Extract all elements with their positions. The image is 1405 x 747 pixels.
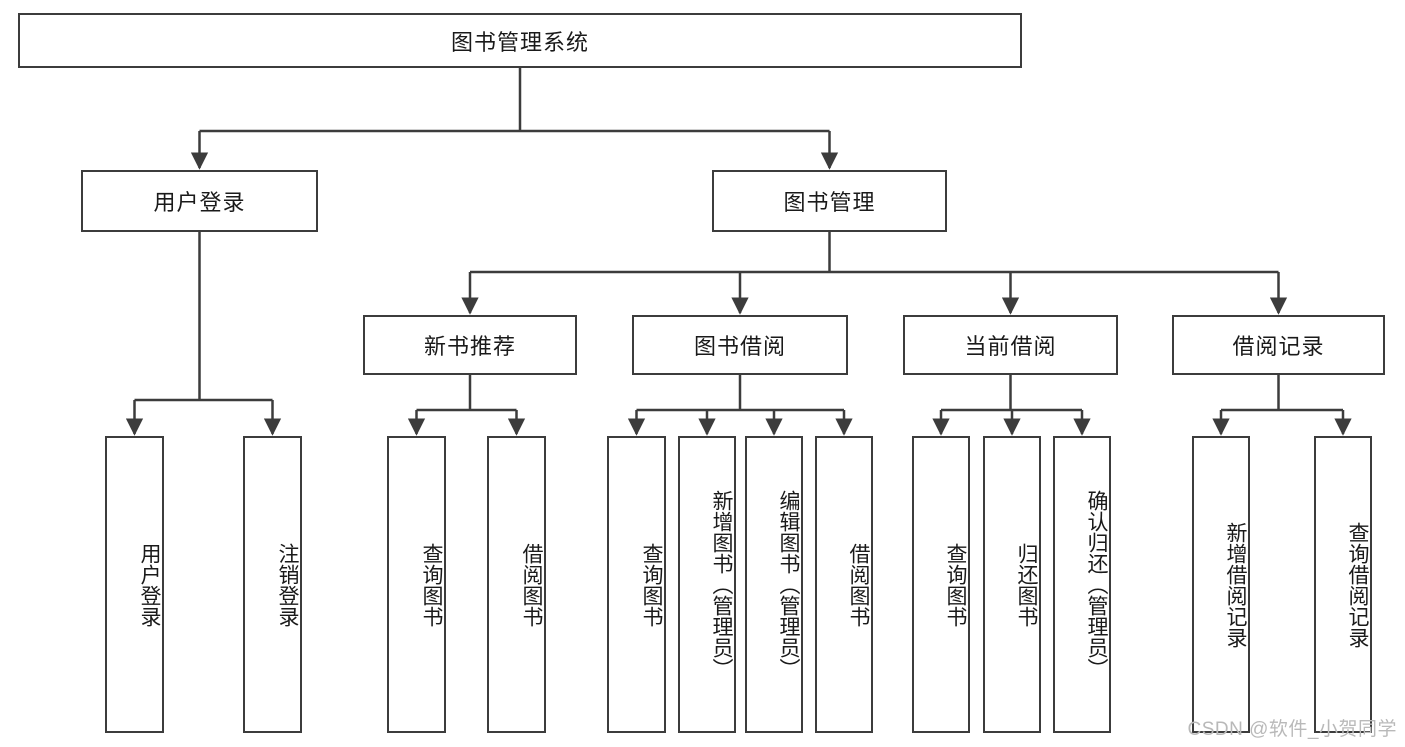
node-leaf-6[interactable]: 编辑图书（管理员） [745,436,803,733]
node-level3-0[interactable]: 新书推荐 [363,315,577,375]
node-leaf-5[interactable]: 新增图书（管理员） [678,436,736,733]
node-leaf-3[interactable]: 借阅图书 [487,436,546,733]
node-label: 确认归还（管理员） [1085,490,1108,679]
node-leaf-1[interactable]: 注销登录 [243,436,302,733]
node-label: 归还图书 [1015,542,1038,627]
node-label: 用户登录 [138,542,161,627]
node-leaf-11[interactable]: 新增借阅记录 [1192,436,1250,733]
node-leaf-9[interactable]: 归还图书 [983,436,1041,733]
node-label: 查询图书 [944,542,967,627]
node-label: 新增图书（管理员） [710,490,733,679]
node-label: 借阅记录 [1232,334,1325,359]
node-leaf-2[interactable]: 查询图书 [387,436,446,733]
node-level2-0[interactable]: 用户登录 [81,170,318,232]
watermark-label: CSDN @软件_小贺同学 [1187,719,1397,740]
node-leaf-4[interactable]: 查询图书 [607,436,666,733]
node-level3-2[interactable]: 当前借阅 [903,315,1118,375]
node-label: 新书推荐 [423,334,516,359]
node-leaf-0[interactable]: 用户登录 [105,436,164,733]
node-label: 查询借阅记录 [1346,521,1369,648]
node-label: 新增借阅记录 [1224,521,1247,648]
node-root[interactable]: 图书管理系统 [18,13,1022,68]
node-level3-1[interactable]: 图书借阅 [632,315,848,375]
node-label: 查询图书 [640,542,663,627]
node-leaf-10[interactable]: 确认归还（管理员） [1053,436,1111,733]
node-label: 当前借阅 [964,334,1057,359]
node-label: 编辑图书（管理员） [777,490,800,679]
node-leaf-8[interactable]: 查询图书 [912,436,970,733]
node-label: 借阅图书 [847,542,870,627]
node-leaf-7[interactable]: 借阅图书 [815,436,873,733]
node-label: 注销登录 [276,542,299,627]
node-label: 图书管理 [783,190,876,215]
node-label: 用户登录 [153,190,246,215]
node-leaf-12[interactable]: 查询借阅记录 [1314,436,1372,733]
node-label: 图书管理系统 [450,29,589,55]
node-level3-3[interactable]: 借阅记录 [1172,315,1385,375]
node-level2-1[interactable]: 图书管理 [712,170,947,232]
node-label: 借阅图书 [520,542,543,627]
node-label: 图书借阅 [693,334,786,359]
node-label: 查询图书 [420,542,443,627]
